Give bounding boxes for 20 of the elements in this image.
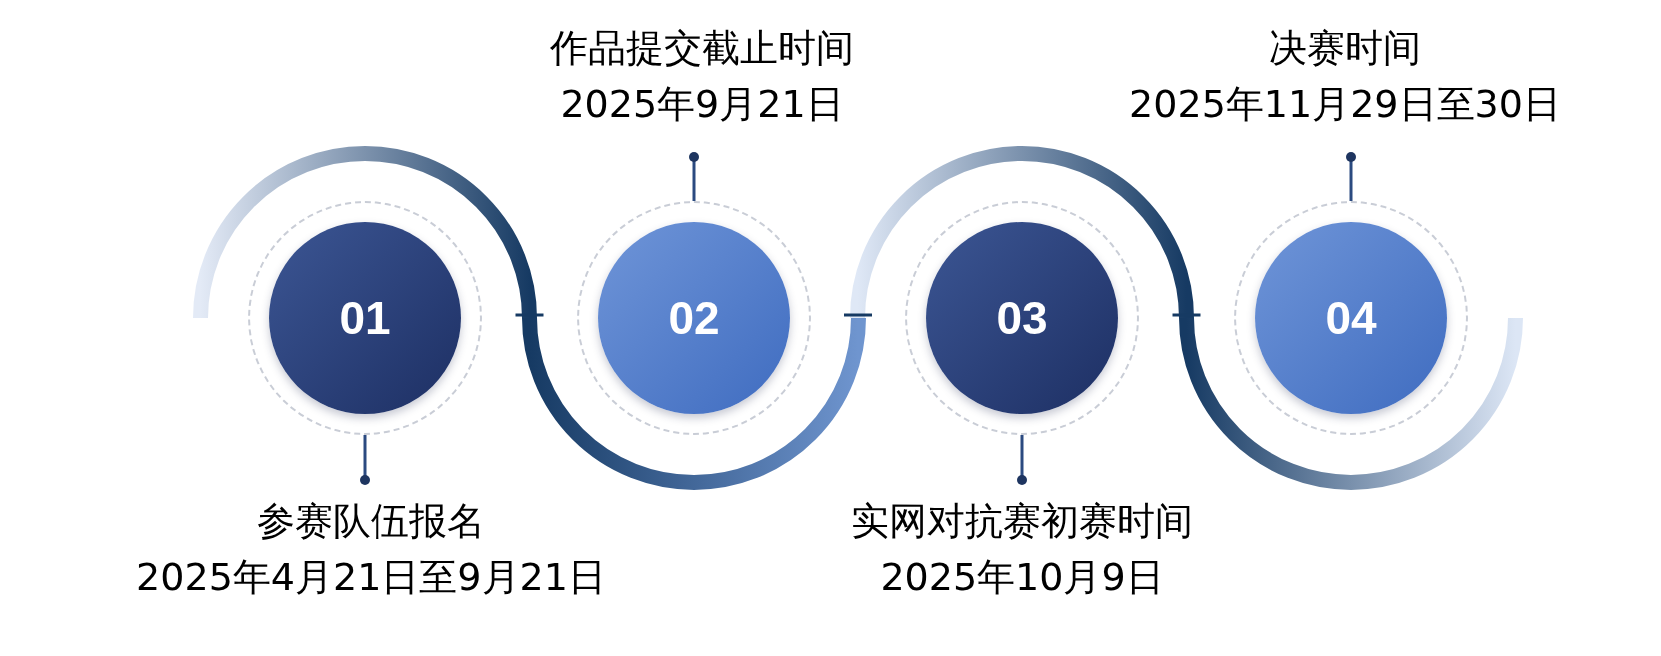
milestone-date: 2025年9月21日 <box>560 81 844 128</box>
milestone-title: 决赛时间 <box>1269 25 1421 72</box>
step-number: 01 <box>339 291 391 345</box>
milestone-date: 2025年10月9日 <box>880 554 1164 601</box>
step-ring <box>577 201 811 435</box>
step-number: 02 <box>668 291 720 345</box>
milestone-date: 2025年11月29日至30日 <box>1129 81 1561 128</box>
step-number: 03 <box>996 291 1048 345</box>
leader-line <box>1017 435 1027 485</box>
milestone-title: 参赛队伍报名 <box>257 498 485 545</box>
milestone-title: 实网对抗赛初赛时间 <box>851 498 1193 545</box>
leader-line <box>689 152 699 201</box>
step-ring <box>248 201 482 435</box>
leader-line <box>1346 152 1356 201</box>
step-ring <box>1234 201 1468 435</box>
step-ring <box>905 201 1139 435</box>
step-number: 04 <box>1325 291 1377 345</box>
milestone-title: 作品提交截止时间 <box>550 25 854 72</box>
leader-line <box>360 435 370 485</box>
milestone-date: 2025年4月21日至9月21日 <box>136 554 606 601</box>
